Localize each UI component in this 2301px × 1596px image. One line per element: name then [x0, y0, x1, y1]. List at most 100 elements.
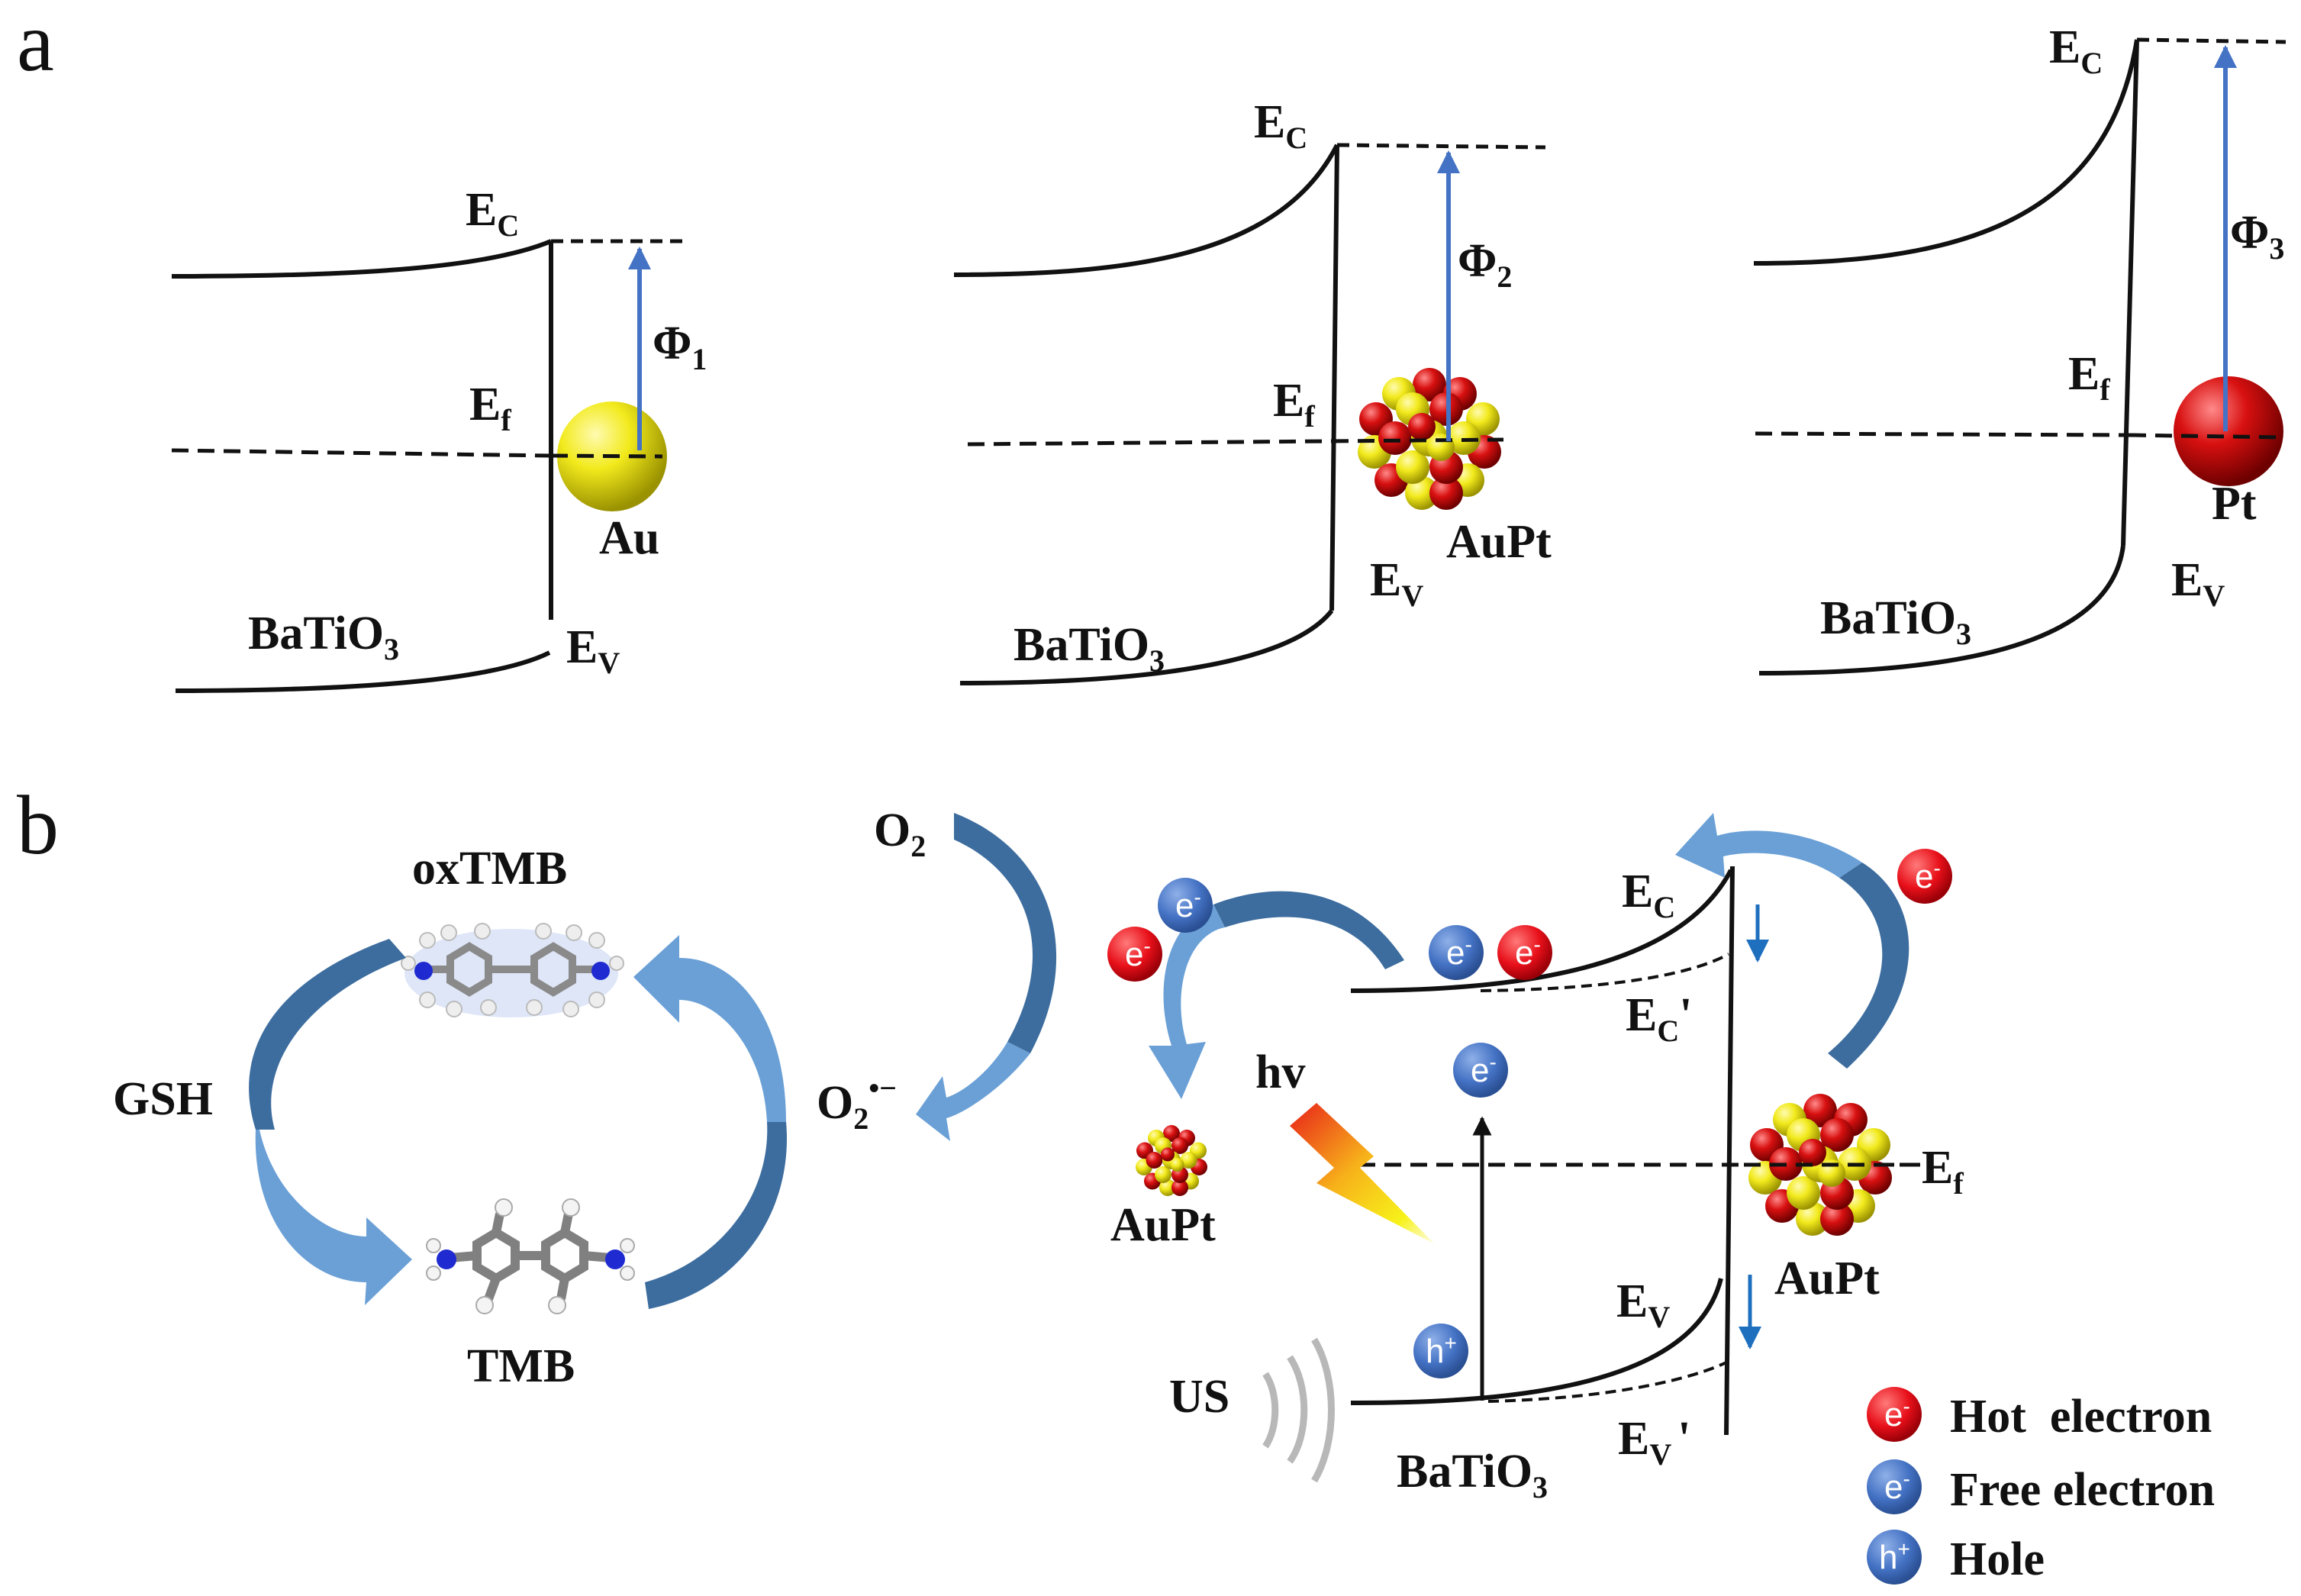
phi-label: Φ3 [2230, 207, 2284, 266]
aupt-nanoparticle [1358, 368, 1501, 510]
legend-item-free-electron: e- Free electron [1867, 1459, 2215, 1516]
svg-text:e-: e- [1884, 1467, 1910, 1506]
valence-band-curve [1758, 545, 2125, 675]
interface-line [1724, 866, 1735, 1436]
svg-text:Hole: Hole [1950, 1533, 2045, 1585]
fermi-dashed-line [1755, 431, 2130, 437]
ec-prime-curve [1480, 953, 1729, 992]
free-electron-bubble: e- [1429, 925, 1484, 980]
substrate-label: BaTiO3 [1397, 1446, 1548, 1504]
panel-label-a: a [17, 0, 54, 89]
small-aupt-label: AuPt [1110, 1199, 1216, 1251]
band-diagram-b: EC EC' EV EV' Ef BaTiO3 hv US AuPt AuPt [1107, 813, 1964, 1504]
o2-label: O2 [874, 804, 926, 863]
ev-prime-curve [1487, 1361, 1727, 1403]
ec-label: EC [1622, 866, 1675, 924]
electron-transfer-arrow-head [1149, 904, 1225, 1099]
arrow-gsh-to-tmb [255, 1130, 412, 1305]
ev-label: EV [1616, 1275, 1670, 1334]
svg-text:e-: e- [1446, 933, 1472, 972]
ev-prime-label: EV' [1618, 1413, 1690, 1472]
substrate-label: BaTiO3 [1820, 592, 1971, 651]
conduction-band-curve [953, 143, 1339, 277]
free-electron-bubble: e- [1158, 878, 1213, 933]
hot-electron-bubble: e- [1107, 927, 1162, 982]
svg-text:e-: e- [1915, 856, 1941, 895]
hv-label: hv [1255, 1046, 1305, 1098]
conduction-band-curve [171, 239, 553, 279]
ef-label: Ef [1273, 375, 1315, 434]
ec-label: EC [466, 184, 519, 243]
light-bolt-icon [1290, 1103, 1435, 1244]
conduction-band-curve [1753, 39, 2139, 266]
svg-text:e-: e- [1125, 934, 1151, 973]
svg-text:e-: e- [1175, 885, 1201, 924]
legend-item-hot-electron: e- Hot electron [1867, 1387, 2212, 1443]
legend: e- Hot electron e- Free electron h+ Hole [1867, 1387, 2215, 1585]
ef-label: Ef [2068, 348, 2110, 407]
fermi-dashed-line-ext [1331, 437, 1504, 443]
superoxide-label: O2•− [817, 1071, 897, 1136]
hot-electron-bubble: e- [1897, 849, 1952, 904]
ev-curve [1350, 1278, 1723, 1405]
electron-transfer-arrow-body [1213, 891, 1404, 969]
hot-electron-bubble: e- [1497, 925, 1552, 980]
band-diagram-pt: EC Ef EV Φ3 BaTiO3 Pt [1753, 21, 2286, 675]
aupt-label: AuPt [1774, 1253, 1880, 1304]
phi-label: Φ1 [653, 318, 707, 376]
legend-item-hole: h+ Hole [1867, 1530, 2045, 1585]
svg-text:Hot electron: Hot electron [1950, 1391, 2212, 1443]
oxtmb-molecule [401, 923, 624, 1017]
ef-label: Ef [469, 379, 511, 437]
tmb-molecule [426, 1198, 635, 1314]
ec-label: EC [1254, 96, 1307, 155]
svg-text:e-: e- [1515, 933, 1541, 972]
o2-curve-arrow-body [954, 813, 1057, 1053]
valence-band-curve [959, 609, 1334, 685]
oxtmb-label: oxTMB [412, 843, 567, 895]
substrate-label: BaTiO3 [248, 608, 399, 666]
band-diagram-au: EC Ef EV Φ1 BaTiO3 Au [171, 184, 707, 693]
tmb-redox-cycle: oxTMB TMB GSH [113, 843, 788, 1392]
interface-line [1329, 144, 1339, 611]
ev-label: EV [2171, 554, 2225, 613]
ec-dashed-line [2136, 37, 2286, 44]
svg-text:h+: h+ [1879, 1537, 1910, 1576]
metal-label: AuPt [1446, 516, 1552, 568]
ef-label: Ef [1922, 1142, 1964, 1201]
svg-text:h+: h+ [1426, 1331, 1457, 1370]
interface-line [2121, 39, 2139, 547]
hot-electron-arrow-head [1675, 813, 1862, 878]
gsh-label: GSH [113, 1073, 213, 1125]
oxygen-reduction: O2 O2•− [817, 804, 1057, 1141]
ec-prime-label: EC' [1626, 989, 1692, 1048]
ultrasound-waves-icon [1262, 1337, 1335, 1483]
hole-bubble: h+ [1413, 1324, 1468, 1378]
hot-electron-arrow-body [1828, 862, 1909, 1069]
phi-label: Φ2 [1458, 235, 1512, 294]
ev-label: EV [566, 621, 620, 680]
svg-text:e-: e- [1471, 1050, 1497, 1089]
small-aupt-nanoparticle [1136, 1125, 1207, 1196]
valence-band-curve [175, 650, 551, 693]
ec-label: EC [2049, 21, 2103, 80]
ev-label: EV [1370, 554, 1423, 613]
band-diagram-aupt: EC Ef EV Φ2 BaTiO3 AuPt [953, 96, 1552, 685]
arrow-oxtmb-to-gsh [249, 939, 406, 1130]
panel-label-b: b [17, 779, 59, 872]
metal-label: Au [599, 512, 659, 564]
arrow-to-oxtmb [633, 935, 786, 1122]
arrow-tmb-up [645, 1122, 788, 1309]
svg-text:e-: e- [1884, 1394, 1910, 1433]
ec-curve [1350, 869, 1733, 993]
metal-label: Pt [2212, 478, 2257, 530]
svg-text:Free electron: Free electron [1950, 1464, 2215, 1516]
free-electron-bubble: e- [1453, 1043, 1508, 1098]
substrate-label: BaTiO3 [1014, 619, 1165, 678]
pt-nanoparticle [2174, 376, 2283, 486]
us-label: US [1169, 1371, 1229, 1423]
o2-curve-arrow-head [916, 1042, 1030, 1141]
fermi-dashed-line [967, 439, 1333, 447]
fermi-dashed-line [171, 448, 552, 458]
